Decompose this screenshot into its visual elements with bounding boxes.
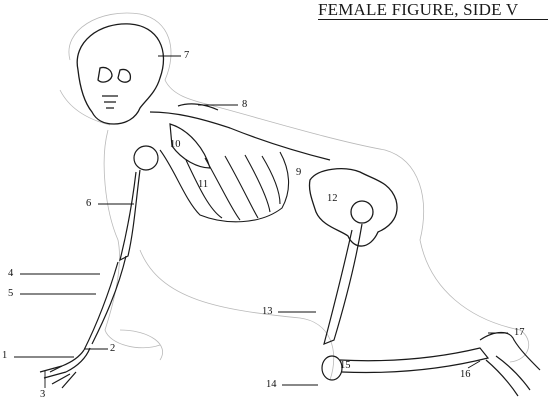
callout-9: 9 <box>296 167 301 179</box>
callout-6: 6 <box>86 198 91 210</box>
callout-14: 14 <box>266 379 277 391</box>
ribcage <box>160 150 289 222</box>
pelvis <box>309 169 397 246</box>
callout-8: 8 <box>242 99 247 111</box>
arm <box>40 146 158 388</box>
callout-12: 12 <box>327 193 338 205</box>
callout-11: 11 <box>198 179 208 191</box>
callout-10: 10 <box>170 139 181 151</box>
callout-5: 5 <box>8 288 13 300</box>
callout-15: 15 <box>340 360 351 372</box>
callout-17: 17 <box>514 327 525 339</box>
callout-3: 3 <box>40 389 45 401</box>
callout-1: 1 <box>2 350 7 362</box>
callout-13: 13 <box>262 306 273 318</box>
callout-4: 4 <box>8 268 13 280</box>
callout-7: 7 <box>184 50 189 62</box>
body-outline <box>60 13 529 380</box>
callout-16: 16 <box>460 369 471 381</box>
skull <box>77 24 163 124</box>
callout-2: 2 <box>110 343 115 355</box>
leg <box>322 224 540 396</box>
